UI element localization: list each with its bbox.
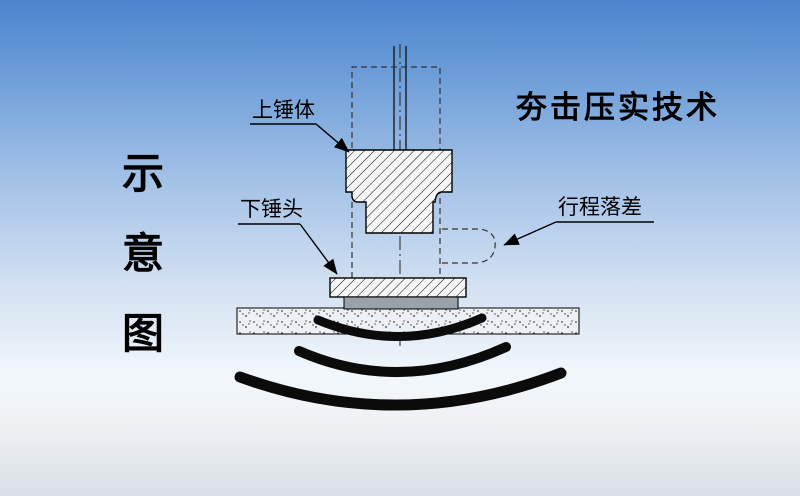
lower-hammer-label: 下锤头 [240,197,303,221]
machine-diagram [234,44,580,411]
lower-hammer-base-plate [343,296,459,310]
upper-hammer-shape [345,149,453,234]
upper-hammer-label: 上锤体 [252,98,315,122]
side-label-char-1: 示 [122,152,164,198]
stroke-drop-outline [442,228,496,264]
ground-layer [236,307,580,335]
shock-wave-arc-3 [234,367,567,411]
stroke-drop-leader-arrow [503,221,557,246]
diagram-title: 夯击压实技术 [515,90,720,125]
titles: 夯击压实技术 示 意 图 [122,90,720,358]
lower-hammer-leader-arrow [299,223,338,275]
annotations: 上锤体 下锤头 行程落差 [238,98,654,275]
side-label-char-3: 图 [122,312,164,358]
shock-wave-arc-1 [313,313,487,341]
side-label-char-2: 意 [122,231,164,278]
lower-hammer-shape [329,277,467,298]
upper-hammer-leader-arrow [315,123,350,153]
shock-wave-arc-2 [294,342,511,378]
stroke-drop-label: 行程落差 [558,195,642,219]
